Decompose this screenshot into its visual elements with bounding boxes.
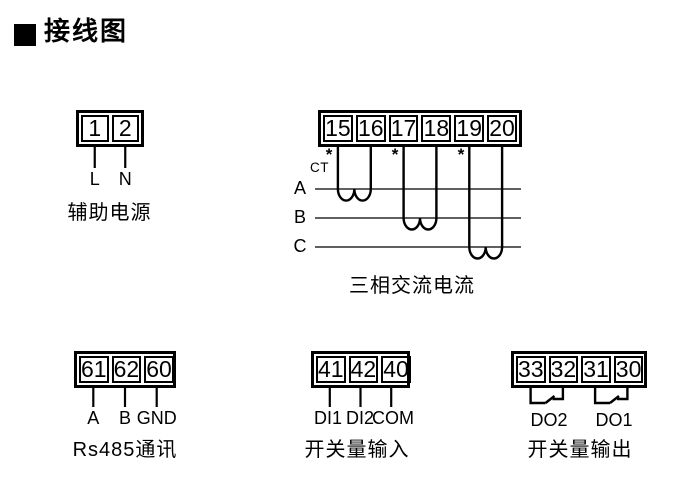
com-label: COM (372, 408, 414, 428)
ct-coil-phase-c (468, 147, 504, 260)
terminal-15: 15 (323, 115, 353, 142)
terminal-61: 61 (79, 356, 109, 383)
phase-current-caption: 三相交流电流 (349, 275, 475, 297)
phase-label-c: C (293, 236, 307, 256)
digital-input-caption: 开关量输入 (304, 439, 410, 461)
terminal-18: 18 (421, 115, 452, 142)
ct-polarity-star-15: * (325, 145, 333, 164)
aux-label-l: L (89, 169, 100, 189)
phase-label-b: B (293, 207, 307, 227)
terminal-33: 33 (516, 356, 546, 383)
rs485-label-gnd: GND (136, 408, 177, 428)
terminal-40: 40 (381, 356, 411, 383)
rs485-terminal-strip: 61 62 60 (74, 351, 176, 388)
terminal-20: 20 (487, 115, 517, 142)
relay-contact-do1 (593, 388, 629, 405)
terminal-30: 30 (613, 356, 644, 383)
aux-label-n: N (118, 169, 132, 189)
terminal-41: 41 (316, 356, 346, 383)
rs485-label-b: B (118, 408, 132, 428)
terminal-32: 32 (548, 356, 579, 383)
ct-polarity-star-17: * (391, 145, 399, 164)
terminal-1: 1 (81, 115, 109, 142)
di2-label: DI2 (345, 408, 375, 428)
rs485-caption: Rs485通讯 (72, 439, 178, 461)
rs485-label-a: A (87, 408, 100, 428)
section-bullet-icon (14, 24, 36, 46)
phase-current-terminal-strip: 15 16 17 18 19 20 (318, 110, 522, 147)
digital-output-terminal-strip: 33 32 31 30 (511, 351, 647, 388)
terminal-2: 2 (111, 115, 139, 142)
terminal-60: 60 (144, 356, 174, 383)
do1-label: DO1 (595, 410, 633, 430)
terminal-16: 16 (355, 115, 386, 142)
digital-output-caption: 开关量输出 (527, 439, 633, 461)
terminal-31: 31 (581, 356, 611, 383)
terminal-19: 19 (454, 115, 485, 142)
terminal-17: 17 (388, 115, 419, 142)
terminal-42: 42 (348, 356, 379, 383)
phase-label-a: A (293, 178, 307, 198)
aux-power-caption: 辅助电源 (67, 202, 152, 224)
ct-polarity-star-19: * (457, 145, 465, 164)
do2-label: DO2 (530, 410, 568, 430)
aux-power-terminal-strip: 1 2 (76, 110, 144, 147)
terminal-62: 62 (111, 356, 142, 383)
relay-contact-do2 (529, 388, 565, 405)
di1-label: DI1 (313, 408, 343, 428)
page-title: 接线图 (44, 16, 129, 46)
ct-coil-phase-a (336, 147, 372, 202)
digital-input-terminal-strip: 41 42 40 (311, 351, 411, 388)
ct-coil-phase-b (402, 147, 438, 231)
ct-label: CT (310, 160, 329, 175)
